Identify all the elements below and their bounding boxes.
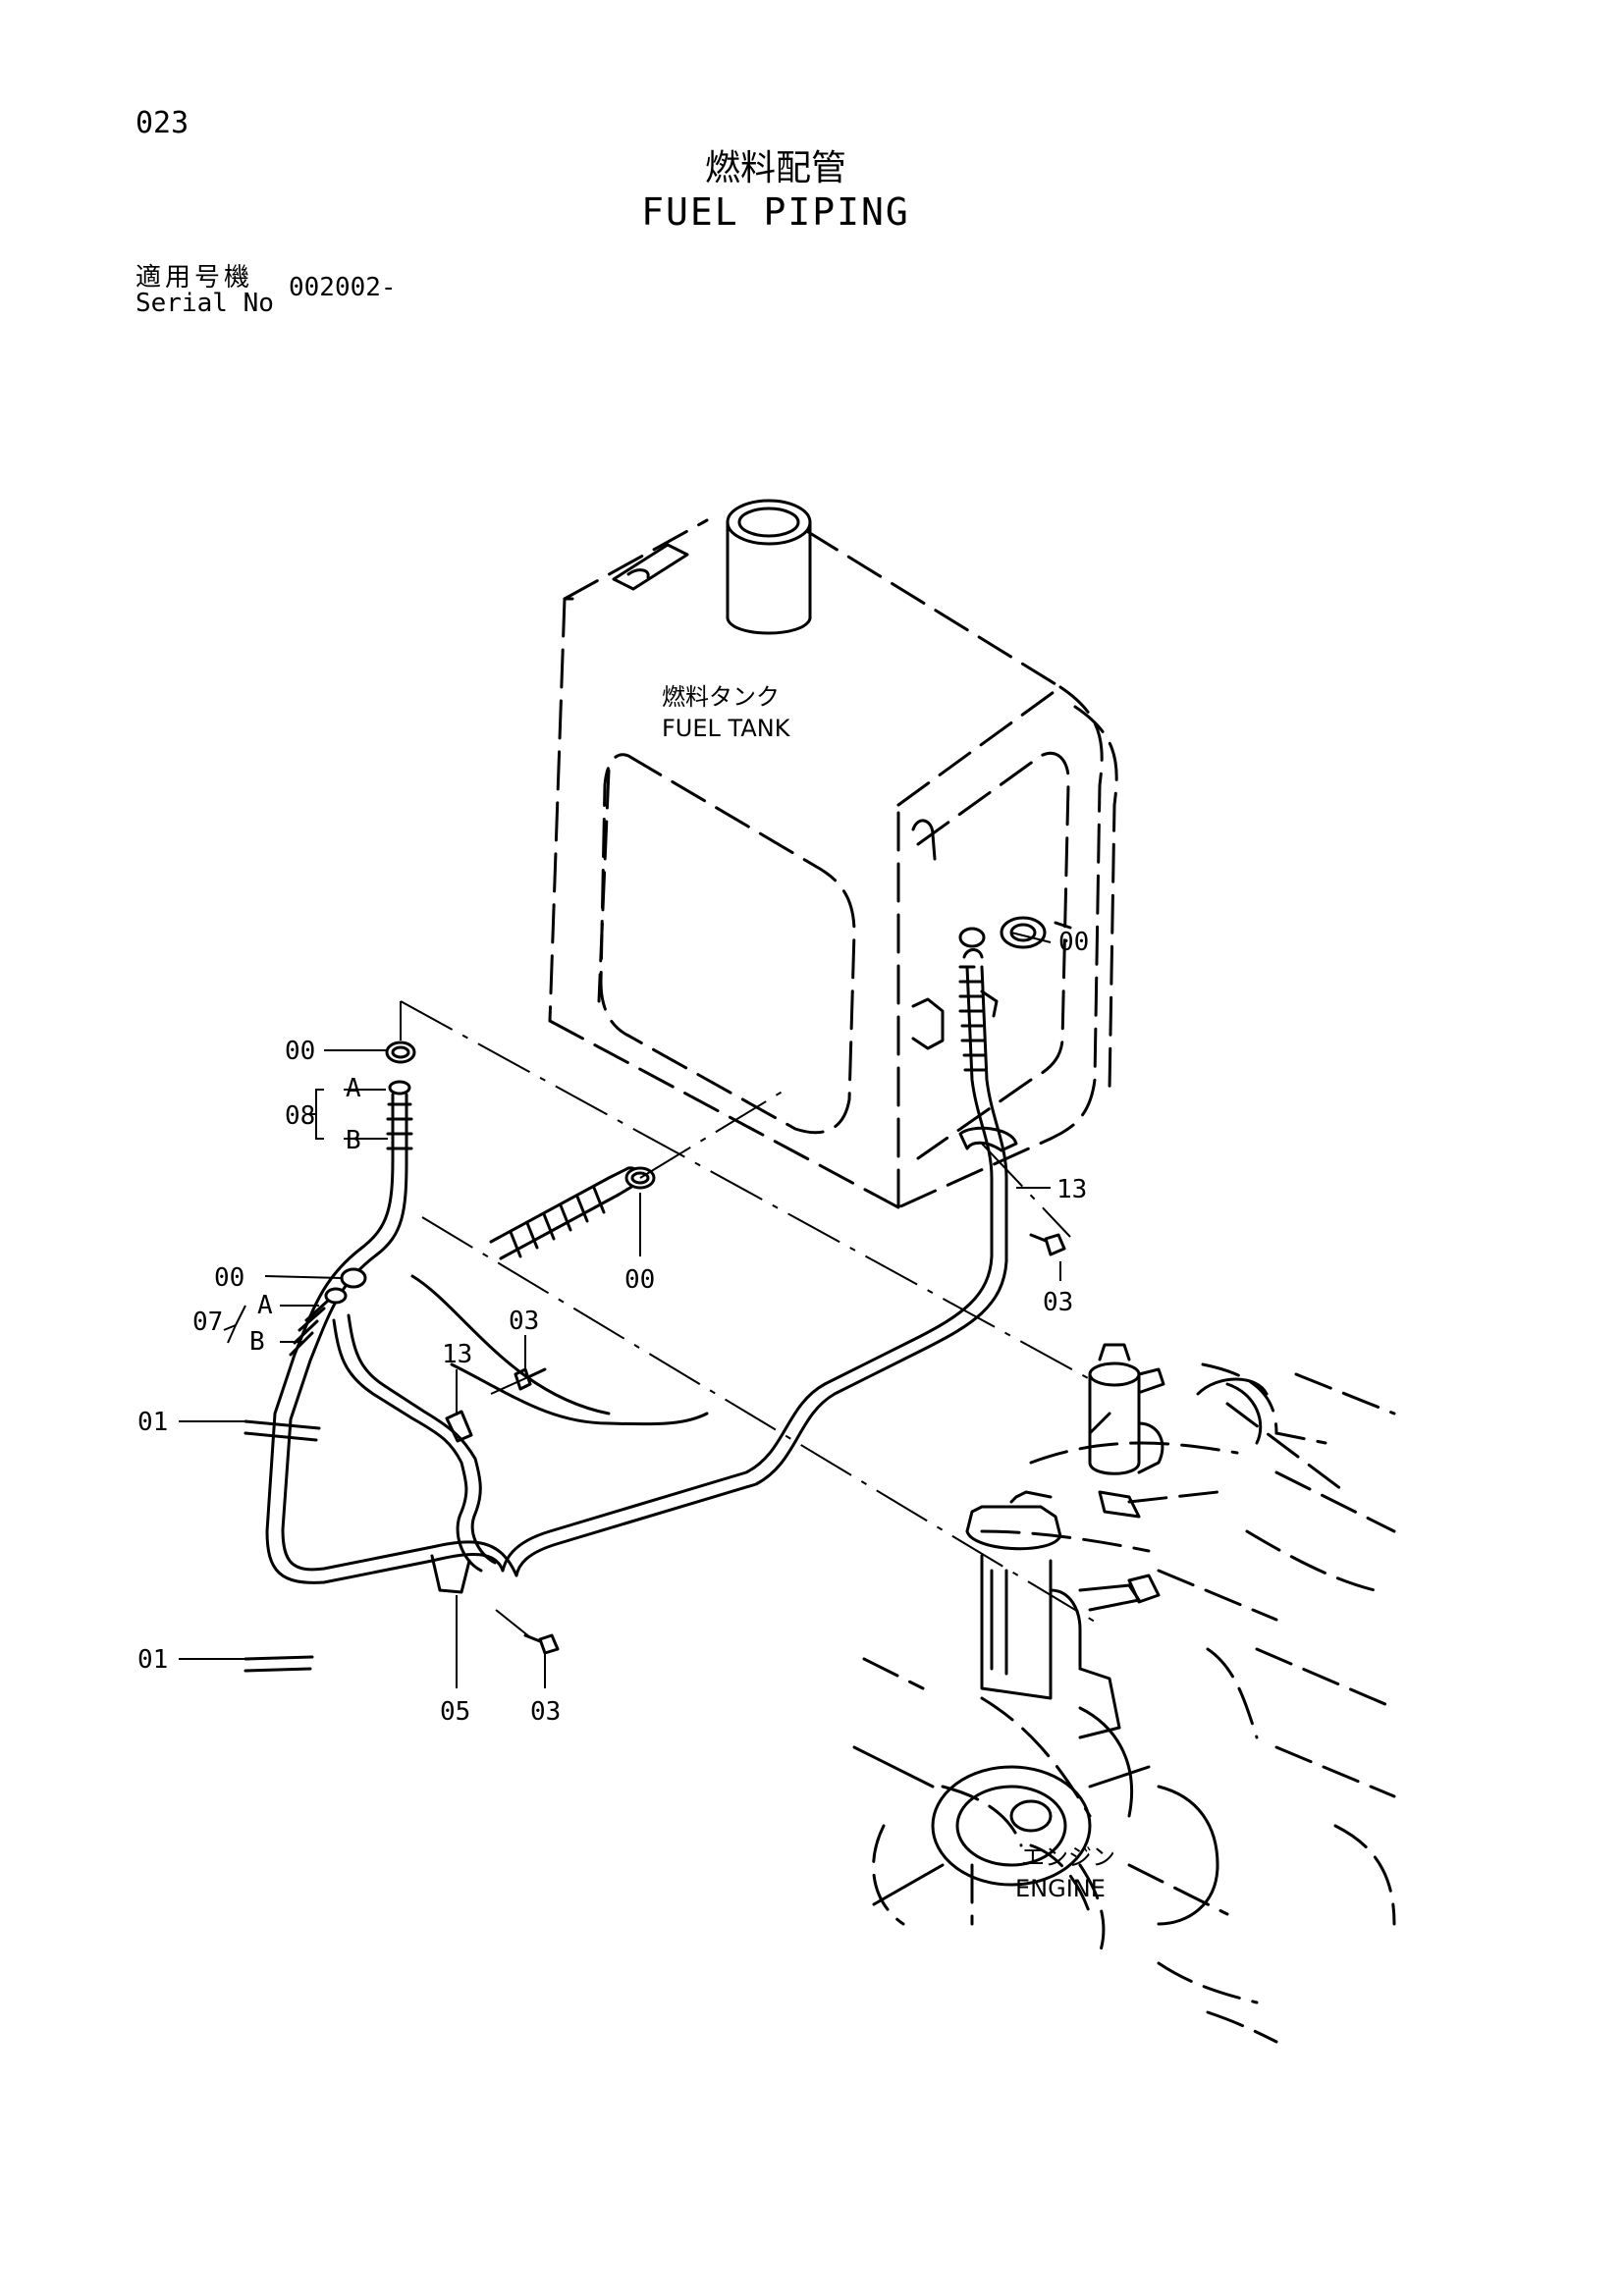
callout-13-center: 13 bbox=[442, 1340, 472, 1369]
callout-03-right: 03 bbox=[1043, 1288, 1073, 1317]
serial-label-japanese: 適用号機 bbox=[135, 263, 254, 293]
callout-05: 05 bbox=[440, 1697, 470, 1727]
callout-08-b: B bbox=[346, 1126, 361, 1155]
callout-00-center: 00 bbox=[624, 1265, 655, 1295]
hose-clip-parts bbox=[340, 927, 986, 1289]
caption-engine: ENGINE bbox=[1015, 1875, 1106, 1902]
callout-01-lower: 01 bbox=[137, 1645, 168, 1675]
callout-07: 07 bbox=[192, 1308, 223, 1337]
callout-08: 08 bbox=[285, 1101, 315, 1131]
fuel-tank bbox=[548, 499, 1118, 1209]
fuel-lines bbox=[244, 948, 1018, 1673]
callout-03-center: 03 bbox=[509, 1307, 539, 1336]
component-captions: 燃料タンク FUEL TANK エンジン ENGINE bbox=[662, 683, 1115, 1902]
hose-08-corrugated bbox=[386, 1080, 413, 1150]
title-japanese: 燃料配管 bbox=[704, 148, 846, 188]
engine bbox=[852, 1343, 1396, 2044]
callout-00-mid-left: 00 bbox=[214, 1263, 244, 1293]
callout-03-lower: 03 bbox=[530, 1697, 561, 1727]
reference-lines bbox=[400, 1000, 1101, 1638]
caption-fuel-tank: FUEL TANK bbox=[662, 715, 791, 742]
return-hose-corrugated bbox=[958, 948, 988, 1072]
center-hose-corrugated bbox=[489, 1166, 640, 1260]
callout-13-right: 13 bbox=[1056, 1175, 1087, 1204]
callout-07-a: A bbox=[257, 1291, 273, 1320]
hose-07-corrugated bbox=[289, 1287, 348, 1357]
callout-00-left: 00 bbox=[285, 1037, 315, 1066]
page-number: 023 bbox=[135, 106, 189, 140]
serial-value: 002002- bbox=[289, 273, 397, 302]
caption-engine-jp: エンジン bbox=[1021, 1843, 1115, 1871]
page-title: FUEL PIPING bbox=[641, 190, 910, 234]
caption-fuel-tank-jp: 燃料タンク bbox=[662, 683, 780, 711]
serial-label: Serial No bbox=[135, 289, 274, 318]
callout-labels: 00 A 08 B 00 A 07 B 01 01 00 00 13 03 13… bbox=[137, 928, 1089, 1727]
callout-00-tank: 00 bbox=[1058, 928, 1089, 957]
callout-leaders bbox=[179, 932, 1061, 1688]
callout-07-b: B bbox=[249, 1327, 265, 1357]
callout-08-a: A bbox=[346, 1074, 361, 1103]
callout-01-upper: 01 bbox=[137, 1408, 168, 1437]
